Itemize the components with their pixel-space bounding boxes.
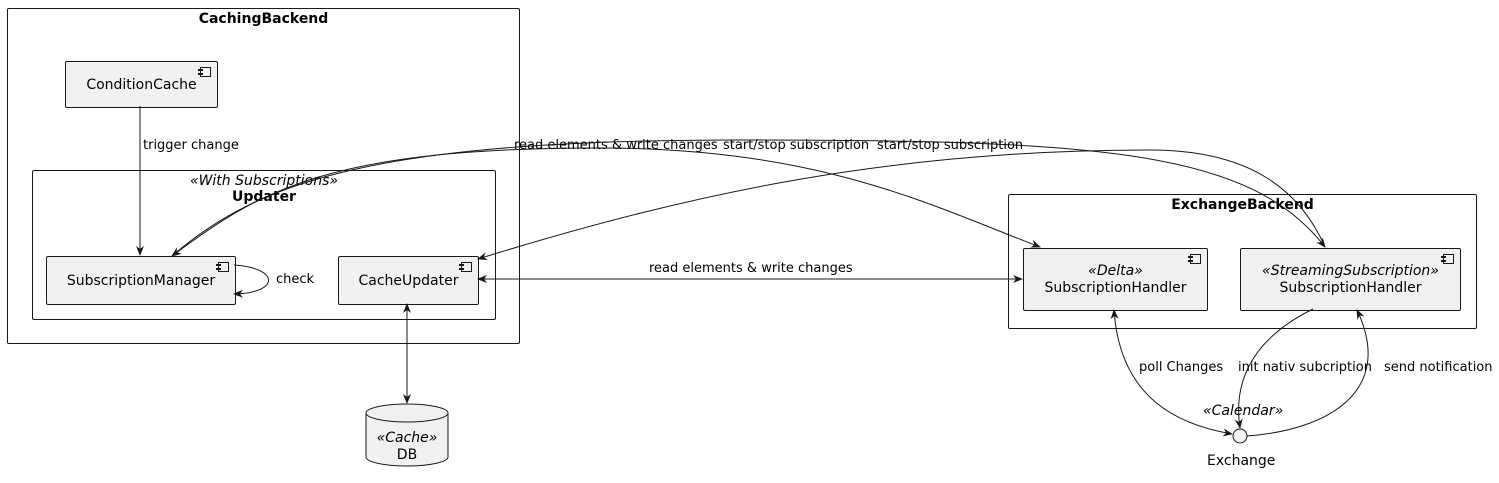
edge-start-stop-2 bbox=[477, 149, 1326, 261]
edge-check bbox=[233, 264, 269, 298]
label-trigger-change: trigger change bbox=[143, 138, 239, 153]
label-init-nativ: init nativ subcription bbox=[1238, 360, 1372, 375]
delta-subscription-handler-component[interactable]: «Delta» SubscriptionHandler bbox=[1023, 248, 1208, 311]
caching-backend-package: CachingBackend bbox=[7, 8, 520, 344]
edge-send-notification bbox=[1246, 309, 1369, 437]
caching-backend-title: CachingBackend bbox=[198, 11, 329, 27]
condition-cache-label: ConditionCache bbox=[86, 76, 197, 93]
edge-init-nativ bbox=[1234, 308, 1314, 429]
exchange-backend-title: ExchangeBackend bbox=[1171, 197, 1314, 213]
db-stereotype: «Cache» bbox=[376, 430, 438, 446]
delta-stereotype: «Delta» bbox=[1088, 262, 1143, 279]
subscription-manager-component[interactable]: SubscriptionManager bbox=[46, 256, 236, 305]
cache-updater-label: CacheUpdater bbox=[358, 272, 459, 289]
label-poll-changes: poll Changes bbox=[1139, 360, 1224, 375]
condition-cache-component[interactable]: ConditionCache bbox=[65, 61, 218, 108]
exchange-name: Exchange bbox=[1207, 453, 1276, 469]
component-icon bbox=[1188, 254, 1201, 264]
label-read-write-top: read elements & write changes bbox=[514, 138, 718, 153]
subscription-manager-label: SubscriptionManager bbox=[66, 272, 216, 289]
streaming-handler-label: SubscriptionHandler bbox=[1279, 279, 1422, 296]
updater-package: «With Subscriptions» Updater bbox=[32, 170, 496, 320]
exchange-backend-package: ExchangeBackend bbox=[1008, 194, 1477, 329]
edge-poll-changes bbox=[1110, 309, 1233, 437]
updater-title: «With Subscriptions» Updater bbox=[33, 173, 495, 205]
exchange-stereotype: «Calendar» bbox=[1203, 403, 1284, 419]
db-label: «Cache» DB bbox=[366, 430, 448, 464]
edge-start-stop-1 bbox=[171, 139, 1326, 257]
label-read-write-mid: read elements & write changes bbox=[649, 261, 853, 276]
label-start-stop-2: start/stop subscription bbox=[877, 138, 1024, 153]
updater-name: Updater bbox=[232, 189, 296, 205]
component-icon bbox=[1441, 254, 1454, 264]
edge-read-write-top bbox=[171, 147, 1041, 257]
cache-updater-component[interactable]: CacheUpdater bbox=[338, 256, 479, 305]
db-name: DB bbox=[396, 447, 418, 463]
label-check: check bbox=[276, 272, 315, 287]
label-start-stop-1: start/stop subscription bbox=[723, 138, 870, 153]
delta-handler-label: SubscriptionHandler bbox=[1044, 279, 1187, 296]
label-send-notification: send notification bbox=[1384, 360, 1493, 375]
streaming-stereotype: «StreamingSubscription» bbox=[1262, 262, 1439, 279]
streaming-subscription-handler-component[interactable]: «StreamingSubscription» SubscriptionHand… bbox=[1240, 248, 1461, 311]
component-icon bbox=[198, 67, 211, 77]
updater-stereotype: «With Subscriptions» bbox=[189, 173, 339, 189]
exchange-interface-circle[interactable] bbox=[1232, 428, 1248, 444]
component-icon bbox=[216, 262, 229, 272]
component-icon bbox=[459, 262, 472, 272]
db-cylinder[interactable] bbox=[365, 403, 449, 467]
